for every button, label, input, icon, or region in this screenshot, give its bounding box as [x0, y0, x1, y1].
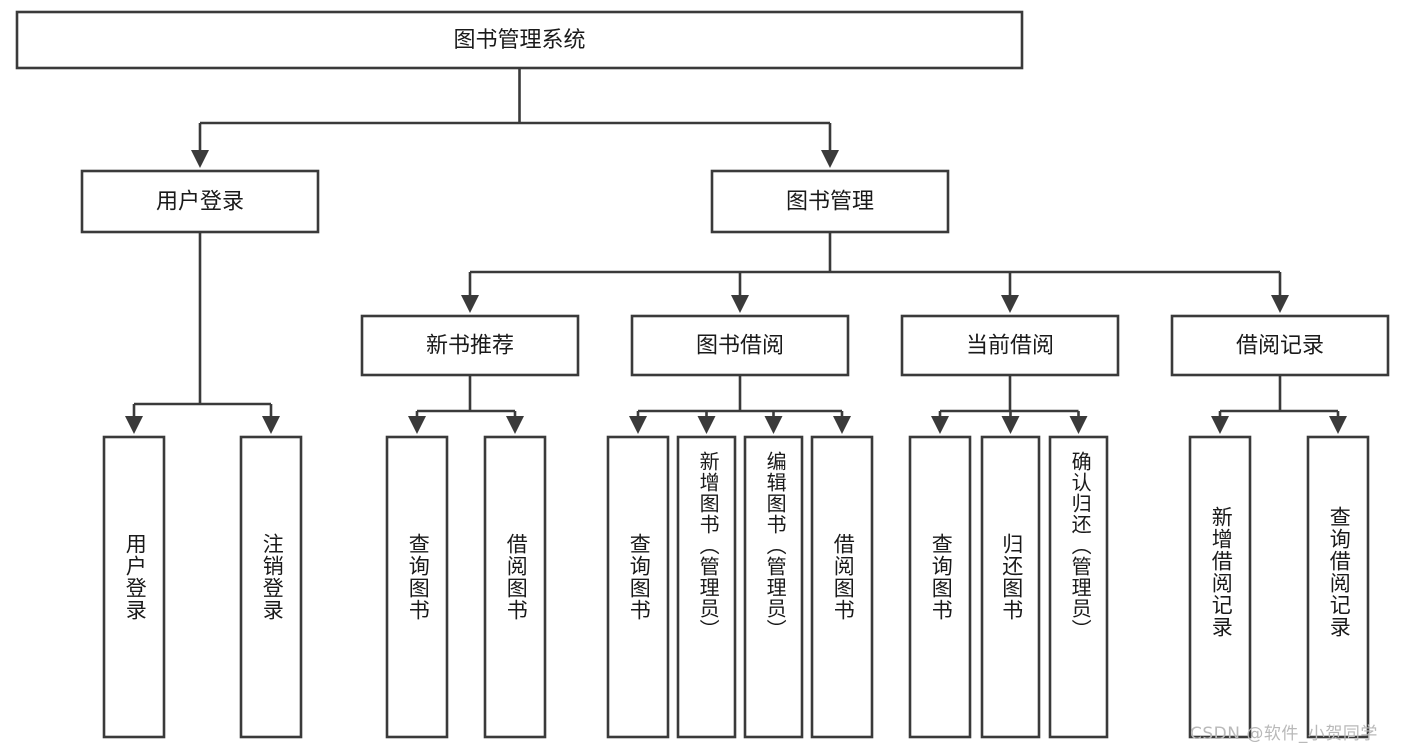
node-book-borrow[interactable]: 图书借阅 — [630, 314, 850, 377]
node-box-book-manage — [710, 169, 950, 234]
node-book-manage[interactable]: 图书管理 — [710, 169, 950, 234]
node-label-user-login: 用户登录 — [156, 190, 244, 215]
connectors-layer — [125, 68, 1347, 434]
node-box-new-book-recommend — [360, 314, 580, 377]
node-box-leaf-add-record — [1188, 435, 1252, 739]
node-new-book-recommend[interactable]: 新书推荐 — [360, 314, 580, 377]
node-box-leaf-query-book-cb — [908, 435, 972, 739]
arrow-head-icon — [262, 416, 280, 434]
node-leaf-add-record[interactable] — [1188, 435, 1252, 739]
node-box-leaf-borrow-book-rec — [483, 435, 547, 739]
arrow-head-icon — [764, 416, 783, 434]
node-leaf-user-login[interactable] — [102, 435, 166, 739]
node-box-book-borrow — [630, 314, 850, 377]
node-label-root: 图书管理系统 — [453, 28, 585, 53]
arrow-head-icon — [833, 416, 851, 434]
node-leaf-borrow-book-rec[interactable] — [483, 435, 547, 739]
node-box-leaf-query-book-rec — [385, 435, 449, 739]
arrow-head-icon — [1001, 295, 1019, 313]
node-current-borrow[interactable]: 当前借阅 — [900, 314, 1120, 377]
node-borrow-record[interactable]: 借阅记录 — [1170, 314, 1390, 377]
node-box-leaf-logout — [239, 435, 303, 739]
node-leaf-borrow-book-br[interactable] — [810, 435, 874, 739]
node-box-leaf-add-book — [676, 435, 737, 739]
node-leaf-query-book-rec[interactable] — [385, 435, 449, 739]
node-label-book-manage: 图书管理 — [786, 190, 874, 215]
node-box-leaf-edit-book — [743, 435, 804, 739]
node-box-user-login — [80, 169, 320, 234]
node-user-login[interactable]: 用户登录 — [80, 169, 320, 234]
node-box-leaf-query-record — [1306, 435, 1370, 739]
node-leaf-confirm-return[interactable] — [1048, 435, 1109, 739]
node-label-borrow-record: 借阅记录 — [1236, 334, 1324, 359]
arrow-head-icon — [1069, 416, 1088, 434]
arrow-head-icon — [461, 295, 479, 313]
arrow-head-icon — [506, 416, 524, 434]
node-leaf-edit-book[interactable] — [743, 435, 804, 739]
node-box-leaf-query-book-br — [606, 435, 670, 739]
arrow-head-icon — [697, 416, 716, 434]
node-label-new-book-recommend: 新书推荐 — [426, 334, 514, 359]
node-box-current-borrow — [900, 314, 1120, 377]
arrow-head-icon — [1271, 295, 1289, 313]
node-leaf-query-record[interactable] — [1306, 435, 1370, 739]
node-leaf-add-book[interactable] — [676, 435, 737, 739]
arrow-head-icon — [1329, 416, 1347, 434]
node-box-root — [15, 10, 1024, 70]
arrow-head-icon — [1211, 416, 1229, 434]
node-box-leaf-return-book — [980, 435, 1041, 739]
arrow-head-icon — [1001, 416, 1020, 434]
node-label-book-borrow: 图书借阅 — [696, 334, 784, 359]
node-box-leaf-borrow-book-br — [810, 435, 874, 739]
node-leaf-return-book[interactable] — [980, 435, 1041, 739]
arrow-head-icon — [125, 416, 143, 434]
node-leaf-query-book-br[interactable] — [606, 435, 670, 739]
arrow-head-icon — [821, 150, 839, 168]
arrow-head-icon — [408, 416, 426, 434]
arrow-head-icon — [931, 416, 949, 434]
node-leaf-logout[interactable] — [239, 435, 303, 739]
arrow-head-icon — [731, 295, 749, 313]
node-box-leaf-confirm-return — [1048, 435, 1109, 739]
node-label-current-borrow: 当前借阅 — [966, 334, 1054, 359]
watermark-text: CSDN @软件_小贺同学 — [1190, 724, 1378, 744]
node-box-borrow-record — [1170, 314, 1390, 377]
arrow-head-icon — [191, 150, 209, 168]
node-box-leaf-user-login — [102, 435, 166, 739]
arrow-head-icon — [629, 416, 647, 434]
node-leaf-query-book-cb[interactable] — [908, 435, 972, 739]
node-root[interactable]: 图书管理系统 — [15, 10, 1024, 70]
